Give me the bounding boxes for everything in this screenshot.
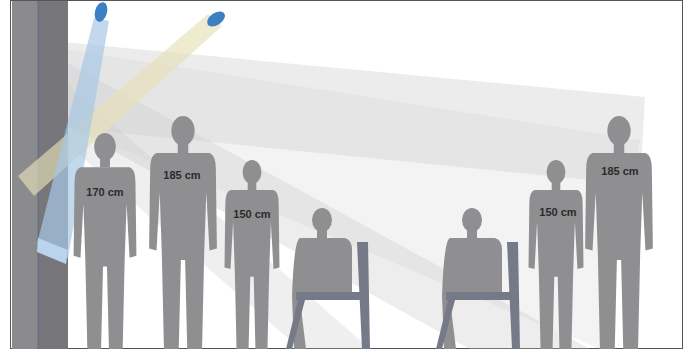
height-label: 185 cm (601, 165, 638, 178)
height-label: 150 cm (539, 206, 576, 219)
height-label: 150 cm (233, 208, 270, 221)
height-label: 185 cm (163, 169, 200, 182)
height-label: 170 cm (86, 186, 123, 199)
